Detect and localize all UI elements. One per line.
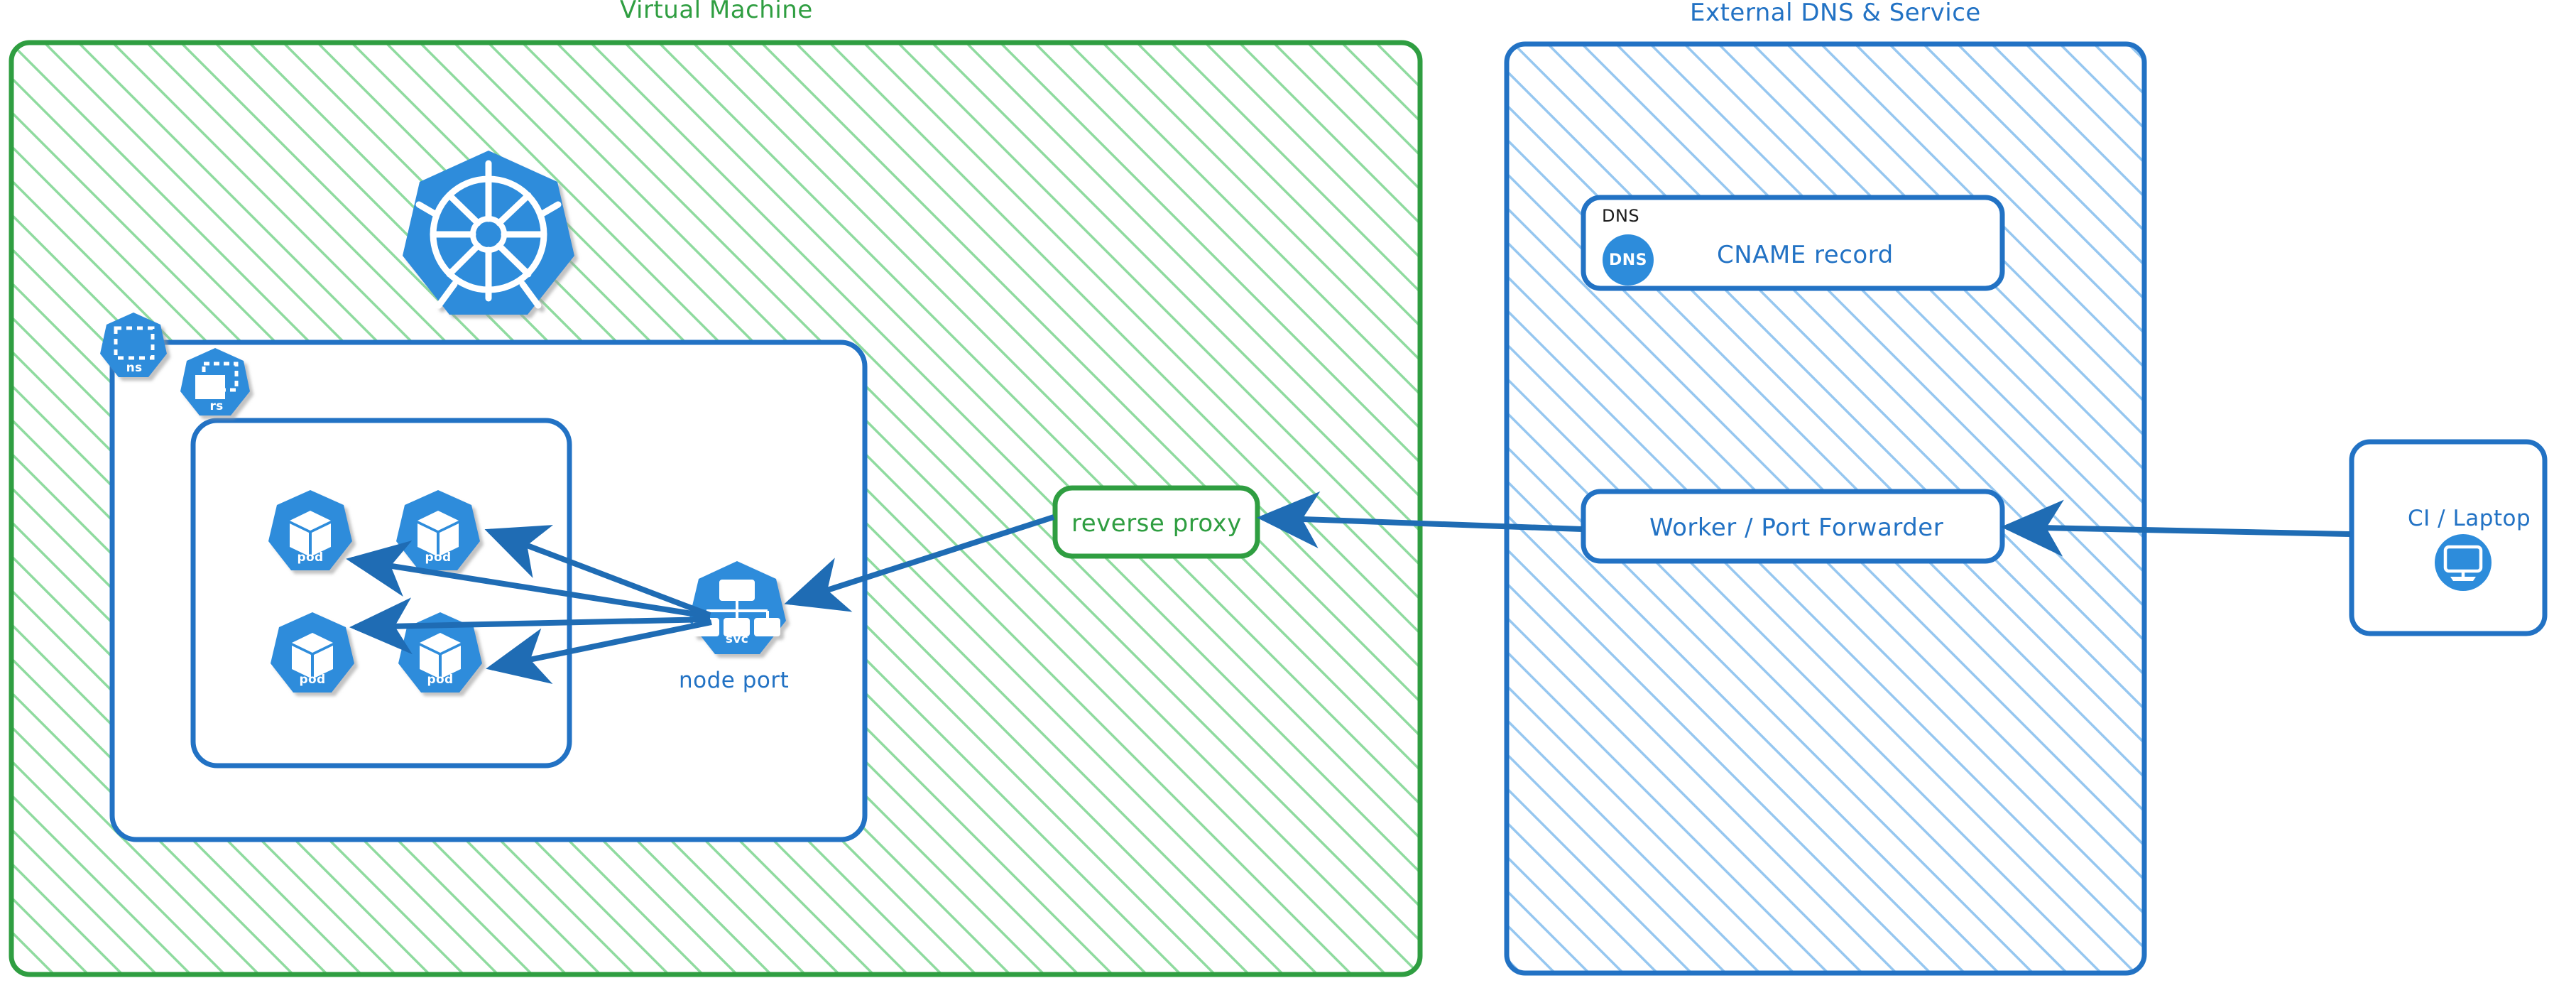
ci-laptop-box[interactable]	[2349, 439, 2548, 636]
cname-record-label: CNAME record	[1717, 241, 1894, 269]
ci-laptop-label: CI / Laptop	[2408, 506, 2531, 531]
replicaset-container	[190, 418, 572, 769]
edge-svc-to-pod-3	[349, 597, 711, 655]
pod-badge-label-1: pod	[297, 550, 324, 565]
edge-client-to-worker	[2001, 499, 2351, 557]
node-port-caption: node port	[679, 668, 790, 693]
service-badge-label: svc	[725, 632, 749, 646]
edge-layer	[346, 491, 2351, 684]
edge-svc-to-pod-4	[486, 619, 712, 684]
reverse-proxy-label: reverse proxy	[1071, 509, 1242, 538]
edge-svc-to-pod-2	[484, 525, 711, 618]
kubernetes-logo-icon	[403, 151, 574, 315]
pod-badge-label-2: pod	[425, 550, 452, 565]
replicaset-badge-icon	[180, 348, 250, 416]
dns-card-box[interactable]	[1581, 195, 2005, 291]
pod-node-3[interactable]	[271, 612, 354, 693]
namespace-badge-label: ns	[126, 361, 143, 375]
edge-worker-to-reverse-proxy	[1257, 491, 1583, 548]
external-zone-title: External DNS & Service	[1690, 0, 1981, 27]
dns-icon	[1603, 234, 1654, 286]
dns-group-label: DNS	[1602, 206, 1640, 226]
pod-badge-label-4: pod	[427, 673, 454, 687]
edge-reverse-proxy-to-svc	[784, 514, 1055, 612]
replicaset-badge-label: rs	[209, 399, 224, 413]
dns-icon-label: DNS	[1608, 251, 1648, 269]
worker-port-forwarder-label: Worker / Port Forwarder	[1649, 514, 1944, 542]
pod-node-2[interactable]	[396, 490, 480, 570]
service-node-svc[interactable]	[689, 561, 786, 654]
desktop-monitor-icon	[2435, 534, 2492, 591]
pod-node-4[interactable]	[398, 612, 482, 693]
pod-badge-label-3: pod	[299, 673, 326, 687]
virtual-machine-zone-title: Virtual Machine	[620, 0, 813, 24]
edge-svc-to-pod-1	[346, 541, 711, 619]
pod-node-1[interactable]	[268, 490, 352, 570]
namespace-badge-icon	[100, 313, 167, 377]
